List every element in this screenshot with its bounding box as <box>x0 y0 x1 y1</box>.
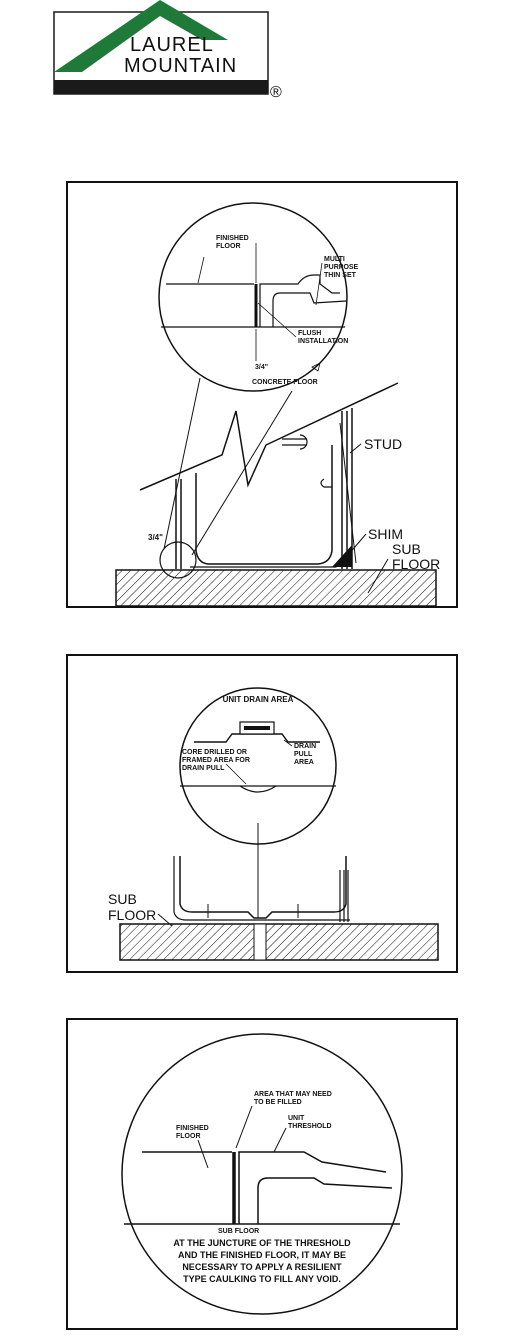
label-thin-set-1: MULTI <box>324 256 345 263</box>
label-unit-drain-area: UNIT DRAIN AREA <box>223 695 294 704</box>
label-finished-floor-1: FINISHED <box>176 1125 209 1132</box>
base-section <box>194 733 320 743</box>
logo-registered-mark: ® <box>270 84 282 100</box>
logo-mountain-icon <box>54 0 228 72</box>
break-line <box>139 382 399 491</box>
callout-circle <box>159 541 197 579</box>
label-sub-floor-1: SUB <box>108 891 137 907</box>
leader-line <box>225 763 247 785</box>
pipe-fitting-icon <box>320 478 332 488</box>
callout-leader <box>163 377 201 550</box>
leader-line <box>283 739 293 747</box>
leader-line <box>197 256 205 284</box>
threshold-profile <box>259 274 340 327</box>
shim-leader <box>347 533 367 556</box>
label-core-3: DRAIN PULL <box>182 765 225 772</box>
stud-brace <box>339 422 357 564</box>
threshold-bottom-profile <box>257 1177 393 1224</box>
label-sub-floor: SUB FLOOR <box>218 1228 259 1235</box>
shower-base <box>179 856 347 919</box>
label-detail-dimension: 3/4" <box>255 364 268 371</box>
valve-fitting-icon <box>282 434 308 450</box>
label-drain-pull-3: AREA <box>294 759 314 766</box>
label-area-1: AREA THAT MAY NEED <box>254 1091 332 1098</box>
sub-floor-leader <box>367 558 389 594</box>
label-core-2: FRAMED AREA FOR <box>182 757 250 764</box>
logo-graphic: LAUREL MOUNTAIN ® <box>53 0 282 100</box>
base-outer <box>173 856 350 921</box>
label-thin-set-3: THIN SET <box>324 272 357 279</box>
label-core-1: CORE DRILLED OR <box>182 749 247 756</box>
logo-line-2: MOUNTAIN <box>124 55 237 77</box>
logo-line-1: LAUREL <box>130 34 214 56</box>
callout-leader <box>191 390 293 556</box>
note-line-2: AND THE FINISHED FLOOR, IT MAY BE <box>178 1250 346 1260</box>
sub-floor-leader <box>157 913 173 927</box>
sub-floor-slab <box>119 923 439 961</box>
label-threshold-1: UNIT <box>288 1115 305 1122</box>
leader-line <box>315 262 323 306</box>
figure-3-diagram: AREA THAT MAY NEED TO BE FILLED FINISHED… <box>121 1033 403 1315</box>
area-leader <box>235 1105 253 1149</box>
label-flush-2: INSTALLATION <box>298 338 348 345</box>
note-line-3: NECESSARY TO APPLY A RESILIENT <box>182 1262 342 1272</box>
drain-hole <box>253 923 267 961</box>
label-drain-pull-2: PULL <box>294 751 313 758</box>
figure-unit-drain-area: UNIT DRAIN AREA CORE DRILLED OR FRAMED A… <box>66 654 458 973</box>
label-area-2: TO BE FILLED <box>254 1099 302 1106</box>
label-drain-pull-1: DRAIN <box>294 743 316 750</box>
label-sub-floor-1: SUB <box>392 541 421 557</box>
label-shim: SHIM <box>368 526 403 542</box>
label-finished-floor-2: FLOOR <box>176 1133 201 1140</box>
note-line-4: TYPE CAULKING TO FILL ANY VOID. <box>183 1274 341 1284</box>
label-concrete-floor: CONCRETE FLOOR <box>252 379 318 386</box>
laurel-mountain-logo: LAUREL MOUNTAIN ® <box>52 0 294 100</box>
figure-threshold-caulking: AREA THAT MAY NEED TO BE FILLED FINISHED… <box>66 1018 458 1330</box>
threshold-leader <box>273 1127 287 1153</box>
label-threshold-2: THRESHOLD <box>288 1123 332 1130</box>
drain-grate <box>244 726 270 730</box>
figure-2-diagram: UNIT DRAIN AREA CORE DRILLED OR FRAMED A… <box>108 687 439 961</box>
figure-flush-installation: FINISHED FLOOR MULTI PURPOSE THIN SET FL… <box>66 181 458 608</box>
label-dimension: 3/4" <box>148 533 163 542</box>
thin-set-profile <box>272 292 347 327</box>
shower-base <box>195 445 333 565</box>
label-stud: STUD <box>364 436 402 452</box>
aggregate-mark-icon <box>311 362 321 372</box>
threshold-top-profile <box>238 1151 387 1224</box>
figure-1-diagram: FINISHED FLOOR MULTI PURPOSE THIN SET FL… <box>115 202 440 606</box>
leader-line <box>257 302 297 338</box>
stud-leader <box>349 443 362 454</box>
label-flush-1: FLUSH <box>298 330 321 337</box>
shim-wedge <box>332 545 352 567</box>
note-line-1: AT THE JUNCTURE OF THE THRESHOLD <box>173 1238 351 1248</box>
label-finished-floor-2: FLOOR <box>216 243 241 250</box>
label-thin-set-2: PURPOSE <box>324 264 359 271</box>
detail-circle <box>179 687 337 845</box>
label-sub-floor-2: FLOOR <box>392 556 440 572</box>
label-finished-floor-1: FINISHED <box>216 235 249 242</box>
drain-pull-cavity <box>239 785 277 793</box>
floor-leader <box>197 1139 209 1169</box>
sub-floor-slab <box>115 569 437 606</box>
detail-circle <box>121 1033 403 1315</box>
logo-black-bar <box>54 80 268 94</box>
detail-circle <box>158 202 348 392</box>
label-sub-floor-2: FLOOR <box>108 907 156 923</box>
